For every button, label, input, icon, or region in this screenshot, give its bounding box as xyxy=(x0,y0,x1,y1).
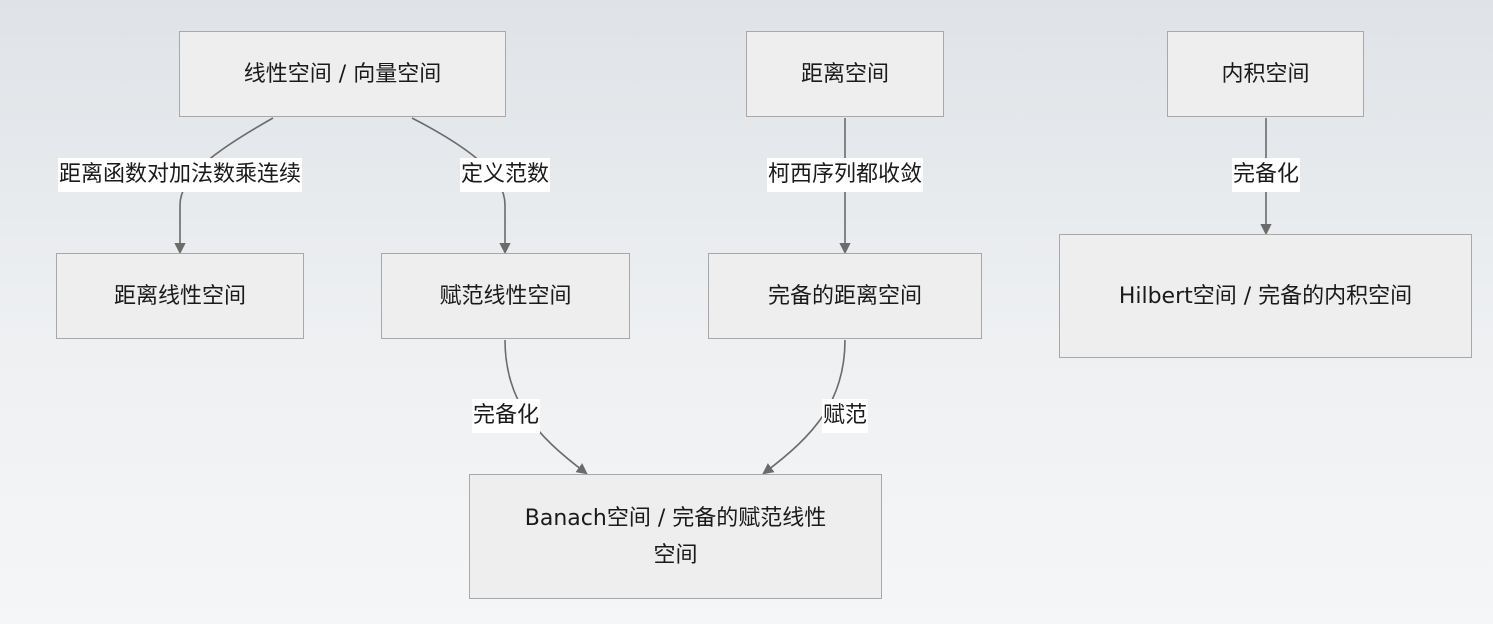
node-metric-space-label: 距离空间 xyxy=(800,61,889,87)
node-banach-space-label: Banach空间 / 完备的赋范线性空间 xyxy=(524,505,827,568)
node-hilbert-space-label: Hilbert空间 / 完备的内积空间 xyxy=(1118,283,1413,309)
node-metric-linear-space-label: 距离线性空间 xyxy=(113,283,246,309)
node-hilbert-space[interactable]: Hilbert空间 / 完备的内积空间 xyxy=(1059,234,1472,358)
edge-label-metric-linear: 距离函数对加法数乘连续 xyxy=(57,158,303,192)
node-normed-linear-space-label: 赋范线性空间 xyxy=(439,283,572,309)
node-complete-metric-space[interactable]: 完备的距离空间 xyxy=(708,253,982,339)
node-normed-linear-space[interactable]: 赋范线性空间 xyxy=(381,253,630,339)
node-metric-linear-space[interactable]: 距离线性空间 xyxy=(56,253,304,339)
edge-label-banach-from-normed: 完备化 xyxy=(471,399,541,433)
node-complete-metric-space-label: 完备的距离空间 xyxy=(767,283,922,309)
edge-label-complete-metric: 柯西序列都收敛 xyxy=(766,158,924,192)
node-linear-space-label: 线性空间 / 向量空间 xyxy=(243,61,442,87)
node-linear-space[interactable]: 线性空间 / 向量空间 xyxy=(179,31,506,117)
node-inner-product-space-label: 内积空间 xyxy=(1221,61,1310,87)
edge-label-normed: 定义范数 xyxy=(459,158,551,192)
node-metric-space[interactable]: 距离空间 xyxy=(746,31,944,117)
node-inner-product-space[interactable]: 内积空间 xyxy=(1167,31,1364,117)
edge-label-banach-from-complete: 赋范 xyxy=(821,399,869,433)
edge-label-hilbert: 完备化 xyxy=(1231,158,1301,192)
node-banach-space[interactable]: Banach空间 / 完备的赋范线性空间 xyxy=(469,474,882,599)
